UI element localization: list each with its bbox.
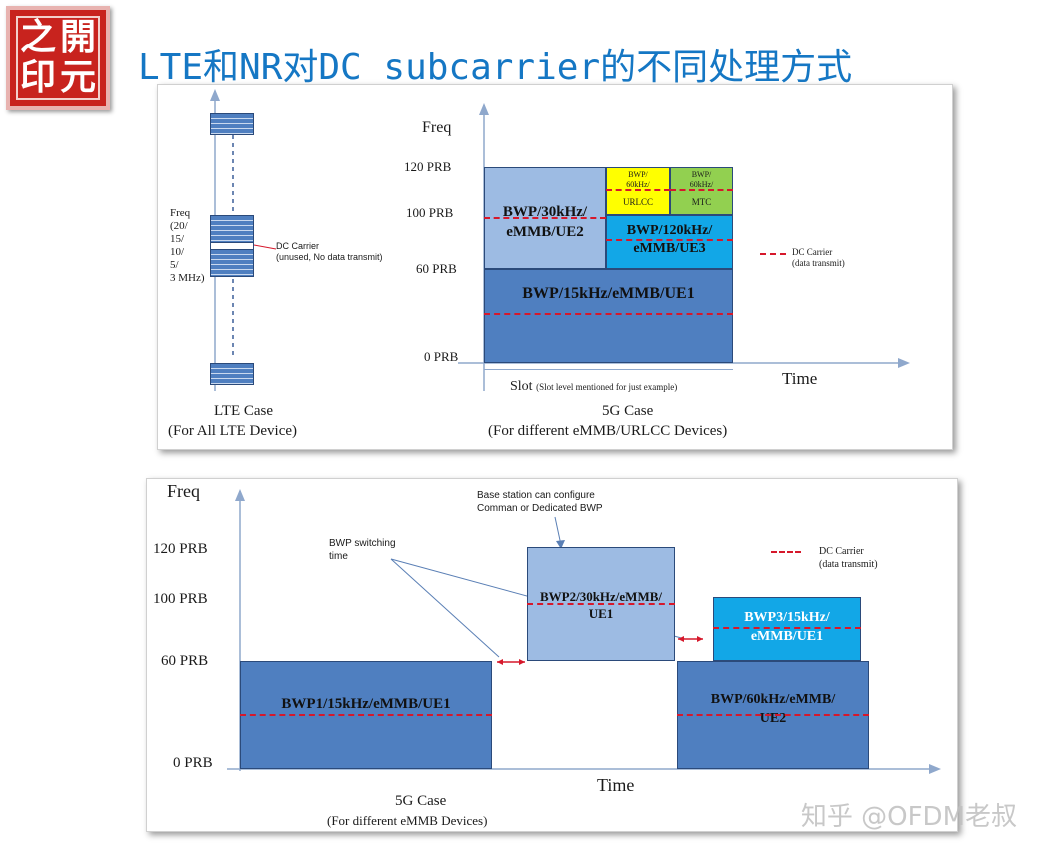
- dc-legend-label: DC Carrier (data transmit): [819, 546, 878, 570]
- page-title: LTE和NR对DC subcarrier的不同处理方式: [138, 47, 853, 88]
- bwp-60khz-urllc-block: BWP/ 60kHz/ URLCC: [606, 167, 670, 215]
- slot-note: (Slot level mentioned for just example): [536, 382, 678, 392]
- nr-y-tick: 60 PRB: [416, 261, 457, 276]
- block-label: BWP1/15kHz/eMMB/UE1: [281, 696, 451, 712]
- dc-carrier-line: [484, 217, 606, 219]
- dc-legend-label: DC Carrier (data transmit): [792, 247, 845, 268]
- nr-time-label: Time: [782, 369, 818, 388]
- bottom-y-tick: 100 PRB: [153, 591, 208, 607]
- dc-carrier-line: [240, 714, 492, 716]
- bwp-60khz-mtc-block: BWP/ 60kHz/ MTC: [670, 167, 733, 215]
- lte-case-sub: (For All LTE Device): [168, 423, 298, 439]
- top-panel: Freq (20/ 15/ 10/ 5/ 3 MHz) DC Carrier (…: [157, 84, 953, 450]
- bwp3-15khz-block: BWP3/15kHz/ eMMB/UE1: [713, 597, 861, 661]
- slot-bracket: [484, 369, 733, 371]
- block-sublabel: MTC: [691, 197, 712, 207]
- lte-band-block: [210, 215, 254, 243]
- lte-band-block: [210, 113, 254, 135]
- logo-char: 開: [59, 17, 96, 58]
- bottom-case-title: 5G Case: [395, 793, 447, 809]
- nr-y-tick: 100 PRB: [406, 205, 454, 220]
- dc-carrier-line: [713, 627, 861, 629]
- logo-char: 印: [19, 57, 56, 98]
- legend-dash: [771, 551, 801, 553]
- nr-freq-label: Freq: [422, 119, 452, 136]
- bottom-y-tick: 60 PRB: [161, 653, 209, 669]
- block-label: BWP/ 60kHz/: [626, 170, 650, 189]
- block-label: BWP2/30kHz/eMMB/ UE1: [539, 589, 663, 621]
- dc-carrier-line: [606, 239, 733, 241]
- dc-carrier-line: [677, 714, 869, 716]
- lte-band-block: [210, 363, 254, 385]
- switch-arrow-1: [390, 558, 500, 658]
- dc-carrier-line: [527, 603, 675, 605]
- lte-axis-arrow: [210, 89, 220, 101]
- bottom-panel: Freq 120 PRB 100 PRB 60 PRB 0 PRB Base s…: [146, 478, 958, 832]
- block-sublabel: URLCC: [622, 197, 653, 207]
- slot-text: Slot: [510, 379, 533, 394]
- block-label: BWP/ 60kHz/: [689, 170, 714, 189]
- bs-arrow: [554, 516, 562, 546]
- bwp-15khz-ue1-block: BWP/15kHz/eMMB/UE1: [484, 269, 733, 363]
- bs-annotation: Base station can configure Comman or Ded…: [477, 490, 603, 514]
- nr-y-tick: 120 PRB: [404, 159, 452, 174]
- logo-char: 元: [59, 57, 96, 98]
- dc-carrier-line: [484, 313, 733, 315]
- lte-dc-label: DC Carrier (unused, No data transmit): [276, 241, 383, 262]
- nr-case-title: 5G Case: [602, 403, 654, 419]
- dc-carrier-gap: [210, 243, 254, 249]
- bottom-y-tick: 120 PRB: [153, 541, 208, 557]
- slot-label: Slot (Slot level mentioned for just exam…: [510, 379, 677, 395]
- lte-freq-label: Freq (20/ 15/ 10/ 5/ 3 MHz): [170, 207, 205, 284]
- watermark: 知乎 @OFDM老叔: [800, 802, 1017, 832]
- block-label: BWP/60kHz/eMMB/ UE2: [710, 692, 836, 726]
- block-label: BWP/30kHz/ eMMB/UE2: [502, 204, 588, 240]
- switch-annotation: BWP switching time: [329, 538, 396, 562]
- dc-pointer: [253, 244, 277, 250]
- nr-y-tick: 0 PRB: [424, 349, 459, 364]
- block-label: BWP/15kHz/eMMB/UE1: [522, 285, 695, 302]
- bottom-freq-label: Freq: [167, 481, 200, 501]
- block-label: BWP/120kHz/ eMMB/UE3: [626, 223, 713, 256]
- logo-char: 之: [19, 17, 56, 58]
- bottom-time-label: Time: [597, 775, 635, 795]
- logo: 之 開 印 元: [6, 6, 110, 110]
- lte-case-title: LTE Case: [214, 403, 274, 419]
- lte-band-block: [210, 249, 254, 277]
- bottom-case-sub: (For different eMMB Devices): [327, 813, 488, 828]
- dc-carrier-line: [606, 189, 670, 191]
- nr-case-sub: (For different eMMB/URLCC Devices): [488, 423, 728, 439]
- dc-carrier-line: [670, 189, 733, 191]
- bottom-y-tick: 0 PRB: [173, 755, 213, 771]
- block-label: BWP3/15kHz/ eMMB/UE1: [744, 610, 830, 644]
- bwp-120khz-ue3-block: BWP/120kHz/ eMMB/UE3: [606, 215, 733, 269]
- legend-dash: [760, 253, 786, 255]
